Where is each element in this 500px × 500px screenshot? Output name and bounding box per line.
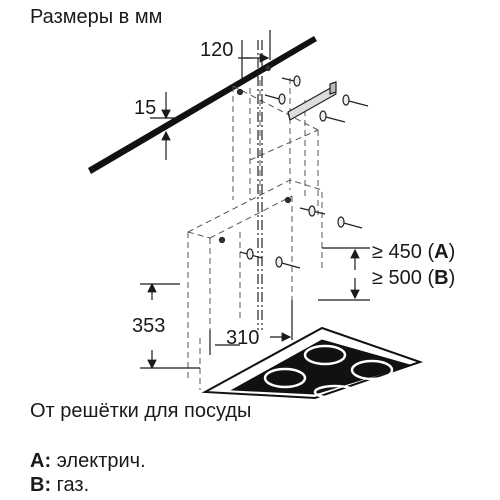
legend-b: B: газ. bbox=[30, 474, 90, 496]
center-axis bbox=[257, 40, 263, 330]
screw-icon bbox=[299, 205, 326, 217]
dim-353 bbox=[140, 282, 200, 370]
caption: От решётки для посуды bbox=[30, 400, 252, 422]
dim-310-label: 310 bbox=[226, 327, 259, 349]
screw-icon bbox=[342, 94, 369, 107]
ceiling-plate bbox=[88, 36, 317, 174]
cooktop bbox=[201, 326, 424, 400]
legend-a: A: электрич. bbox=[30, 450, 146, 472]
screw-icon bbox=[275, 256, 301, 269]
dim-310 bbox=[209, 300, 293, 355]
screw-icon bbox=[281, 75, 301, 87]
dim-15 bbox=[150, 92, 180, 160]
chimney-outline bbox=[232, 78, 319, 215]
screw-icon bbox=[337, 216, 363, 229]
upper-bracket bbox=[236, 64, 369, 123]
requirement-b: ≥ 500 (B) bbox=[372, 267, 455, 289]
screw-icon bbox=[239, 248, 263, 260]
screw-icon bbox=[264, 93, 286, 105]
hood-outline bbox=[187, 179, 323, 390]
lower-screws bbox=[218, 196, 363, 269]
dim-clearance bbox=[318, 247, 370, 301]
diagram-title: Размеры в мм bbox=[30, 6, 163, 28]
burner-icon bbox=[263, 344, 394, 400]
dim-15-label: 15 bbox=[134, 97, 156, 119]
requirement-a: ≥ 450 (A) bbox=[372, 241, 455, 263]
screw-icon bbox=[319, 110, 346, 123]
dim-120 bbox=[238, 30, 271, 80]
dim-353-label: 353 bbox=[132, 315, 165, 337]
dim-120-label: 120 bbox=[200, 39, 233, 61]
